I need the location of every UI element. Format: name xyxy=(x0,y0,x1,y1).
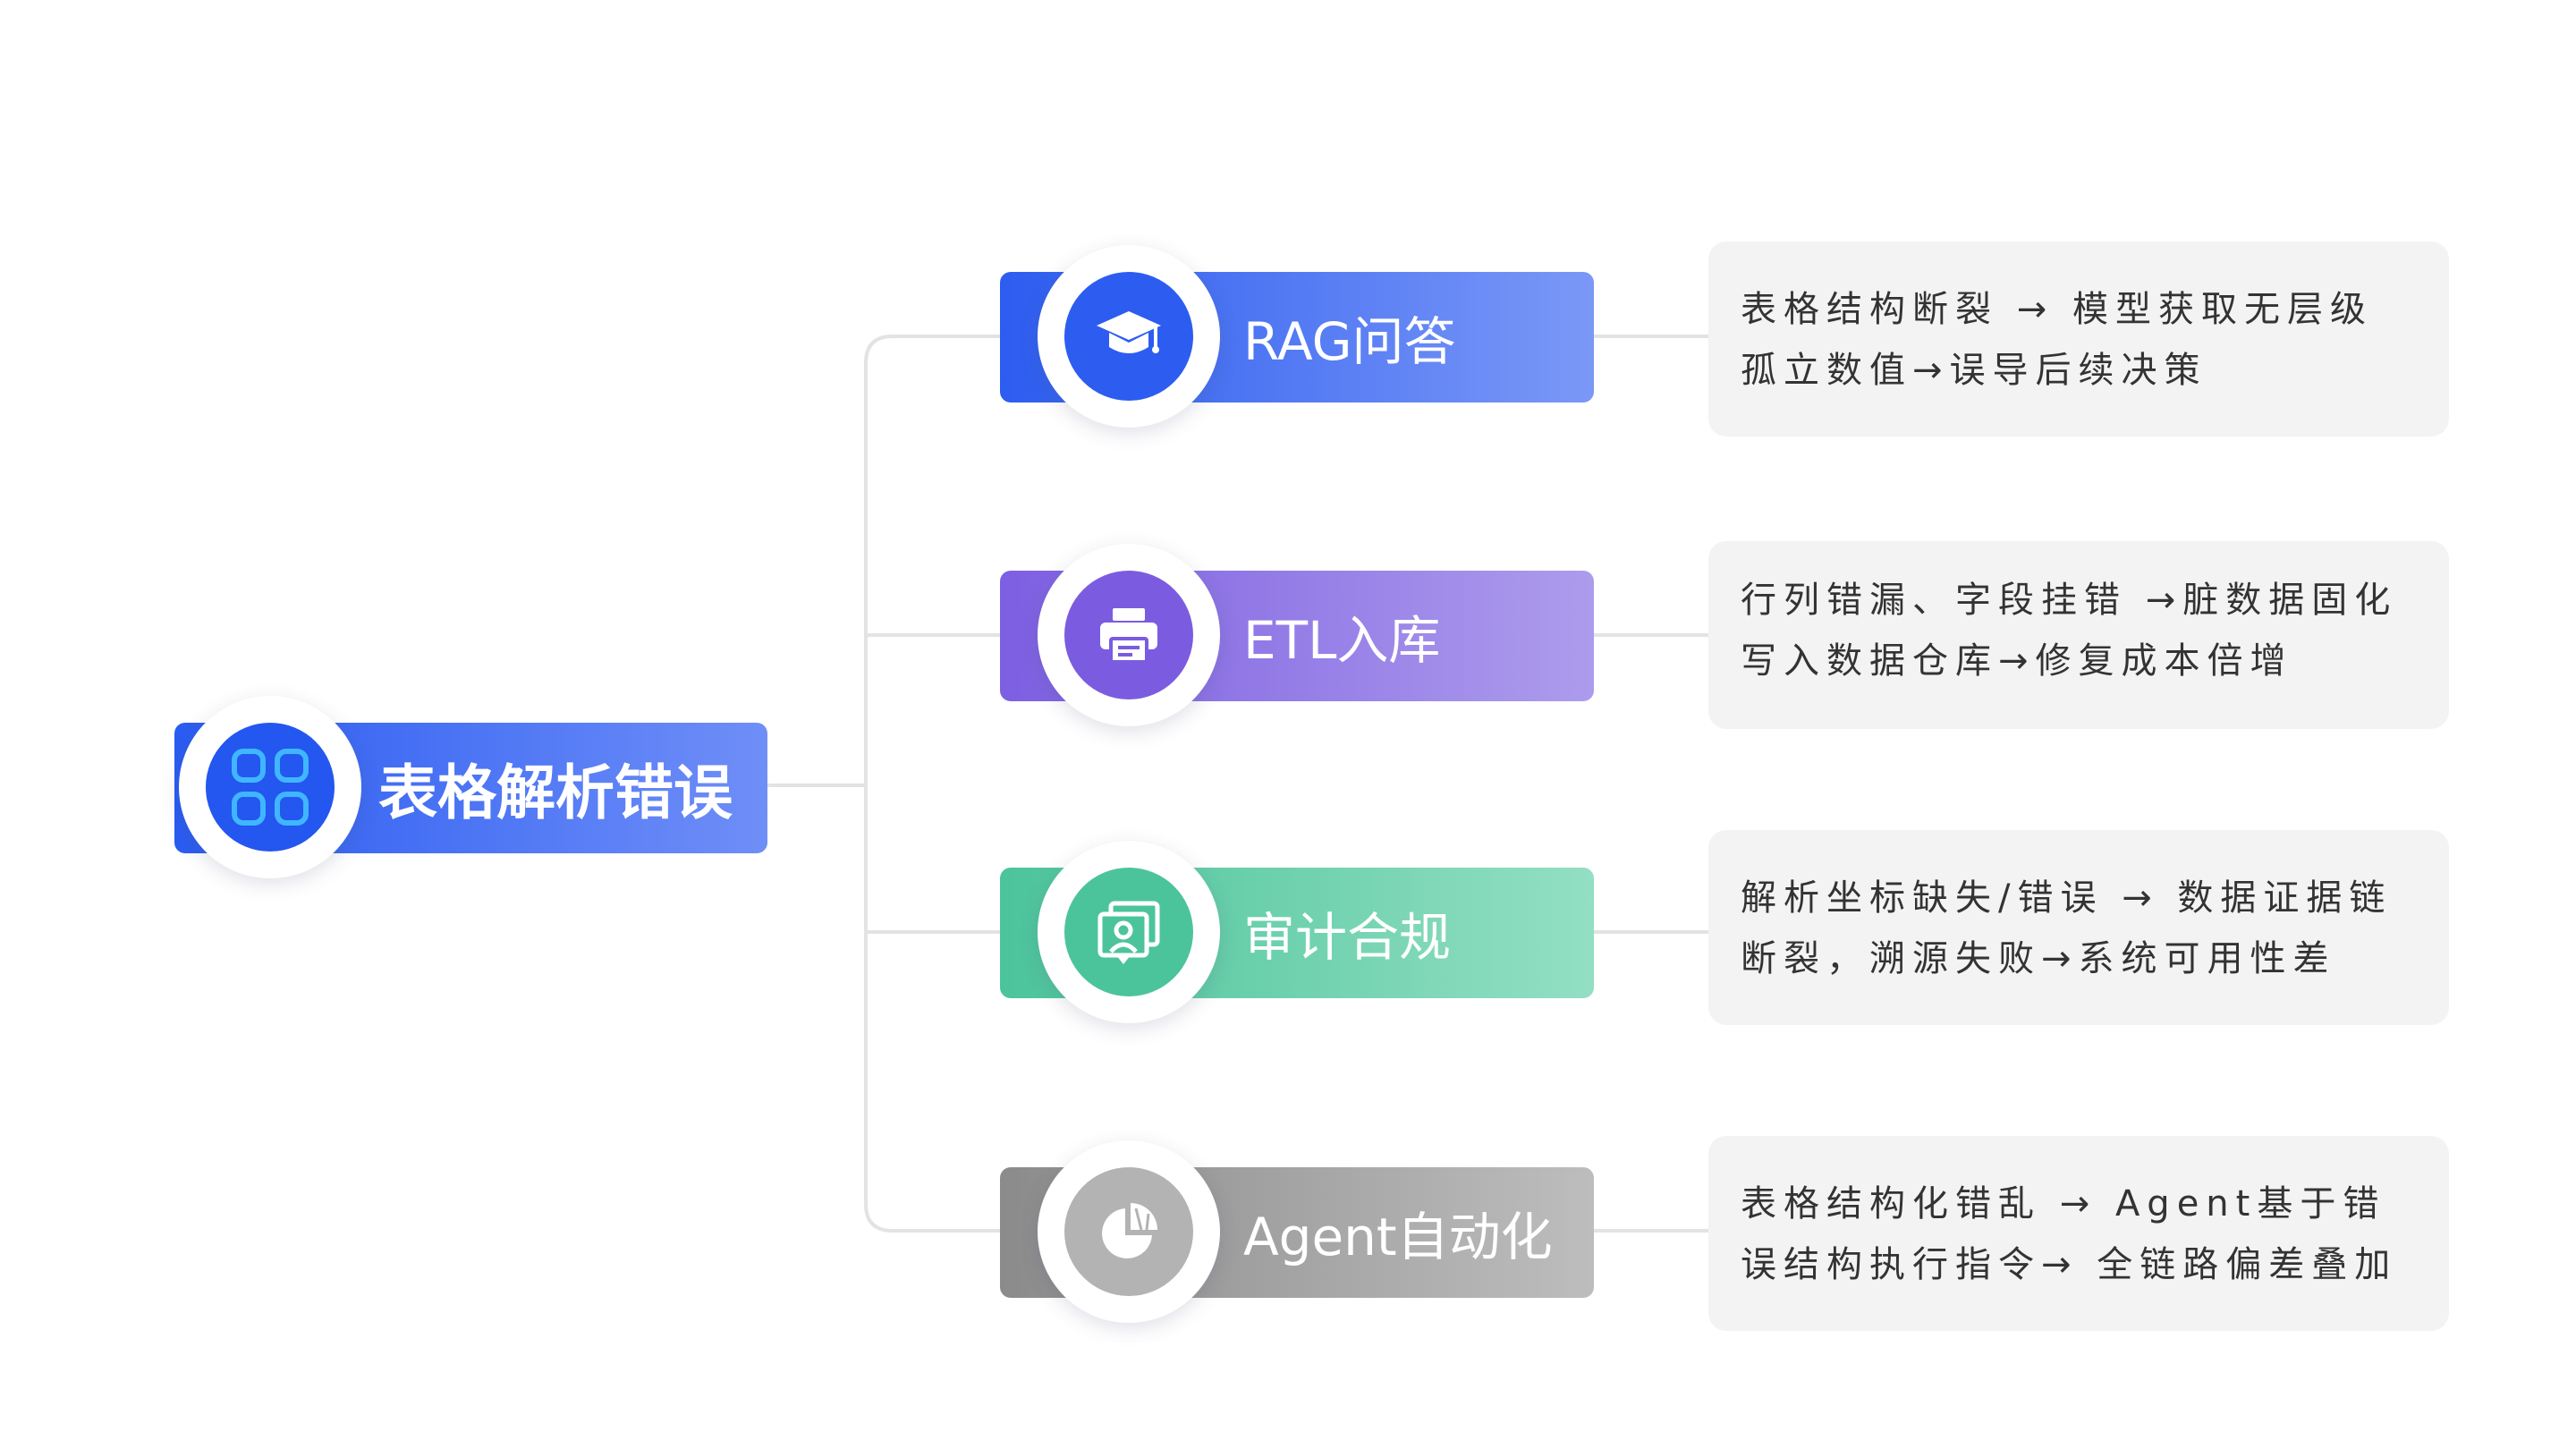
description-card-etl: 行列错漏、字段挂错 →脏数据固化 写入数据仓库→修复成本倍增 xyxy=(1708,541,2449,729)
root-label: 表格解析错误 xyxy=(378,758,733,827)
description-line: 表格结构化错乱 → Agent基于错 xyxy=(1741,1183,2386,1224)
branch-icon-badge xyxy=(1038,245,1220,428)
description-card-agent: 表格结构化错乱 → Agent基于错 误结构执行指令→ 全链路偏差叠加 xyxy=(1708,1136,2449,1331)
description-line: 写入数据仓库→修复成本倍增 xyxy=(1741,640,2293,682)
branch-icon-badge xyxy=(1038,841,1220,1023)
branch-label: Agent自动化 xyxy=(1243,1207,1553,1267)
description-line: 表格结构断裂 → 模型获取无层级 xyxy=(1741,289,2373,330)
description-line: 解析坐标缺失/错误 → 数据证据链 xyxy=(1741,877,2393,919)
description-card-rag: 表格结构断裂 → 模型获取无层级 孤立数值→误导后续决策 xyxy=(1708,242,2449,436)
printer-icon xyxy=(1100,608,1157,664)
grid-apps-icon xyxy=(232,749,309,826)
trunk-connector xyxy=(864,335,894,1233)
branch-icon-badge xyxy=(1038,544,1220,726)
branch-icon-badge xyxy=(1038,1140,1220,1323)
graduation-cap-icon xyxy=(1097,311,1161,353)
branch-label: 审计合规 xyxy=(1243,907,1452,968)
audit-portrait-icon xyxy=(1097,901,1160,964)
description-line: 行列错漏、字段挂错 →脏数据固化 xyxy=(1741,580,2398,621)
branch-label: ETL入库 xyxy=(1243,610,1441,671)
description-card-audit: 解析坐标缺失/错误 → 数据证据链 断裂，溯源失败→系统可用性差 xyxy=(1708,830,2449,1025)
branch-label: RAG问答 xyxy=(1243,311,1456,372)
description-line: 断裂，溯源失败→系统可用性差 xyxy=(1741,938,2336,979)
description-line: 孤立数值→误导后续决策 xyxy=(1741,350,2207,391)
description-line: 误结构执行指令→ 全链路偏差叠加 xyxy=(1741,1244,2398,1285)
root-icon-badge xyxy=(179,696,361,878)
pie-chart-icon xyxy=(1102,1203,1157,1258)
